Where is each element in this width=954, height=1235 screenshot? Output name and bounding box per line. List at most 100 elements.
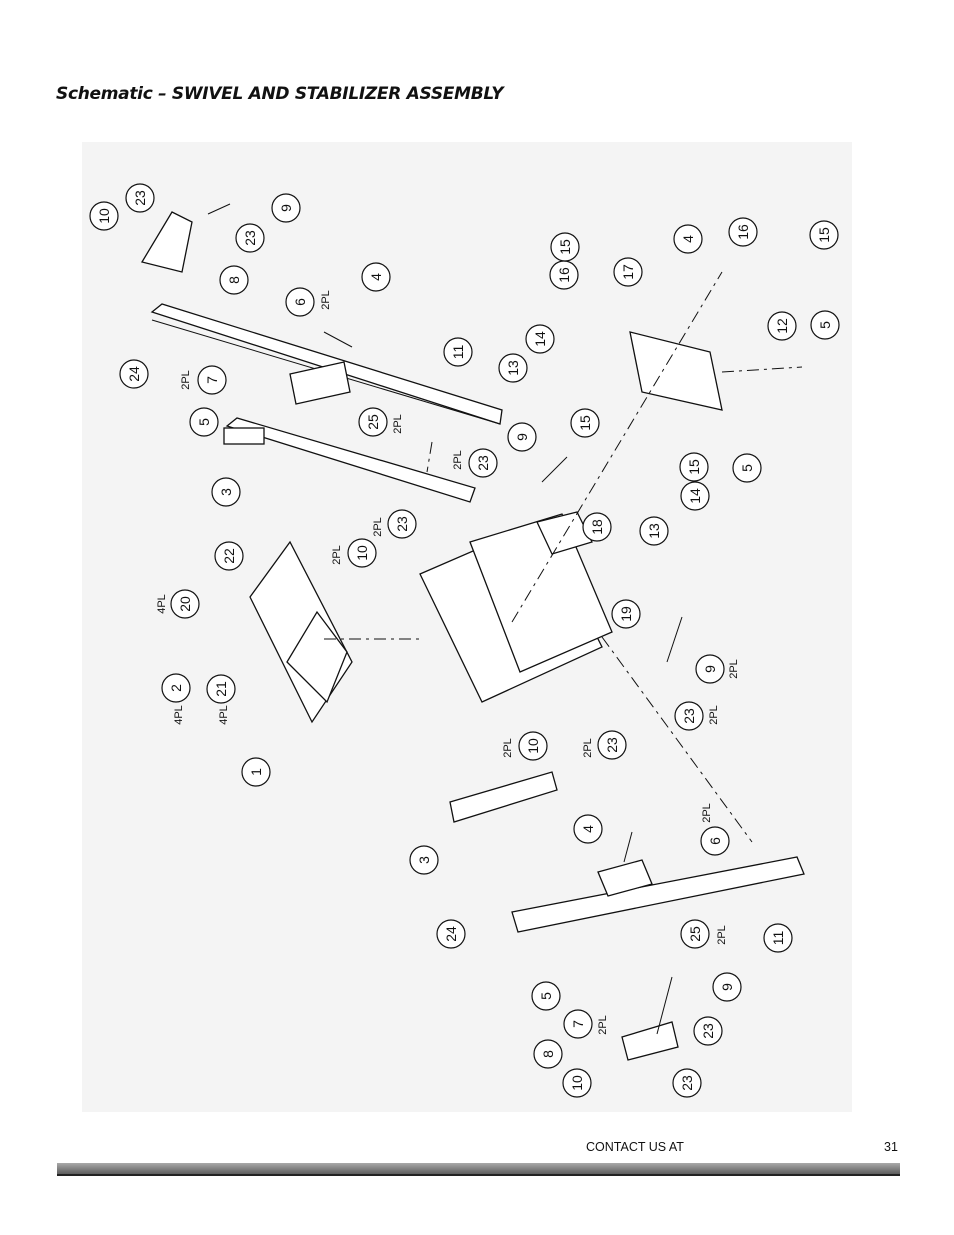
callout-number: 10 <box>354 545 370 561</box>
callout-number: 9 <box>514 433 530 441</box>
callout-number: 16 <box>556 267 572 283</box>
quantity-note: 2PL <box>701 803 713 823</box>
part-callout: 6 <box>700 826 730 856</box>
callout-number: 3 <box>218 488 234 496</box>
part-callout: 14 <box>525 324 555 354</box>
callout-number: 22 <box>221 548 237 564</box>
callout-number: 7 <box>204 376 220 384</box>
quantity-text: 2PL <box>728 659 740 679</box>
callout-number: 16 <box>735 224 751 240</box>
callout-number: 4 <box>580 825 596 833</box>
part-callout: 5 <box>810 310 840 340</box>
swivel-plate <box>629 331 723 411</box>
callout-number: 17 <box>620 264 636 280</box>
page-title: Schematic – SWIVEL AND STABILIZER ASSEMB… <box>56 84 504 104</box>
part-callout: 25 <box>358 407 388 437</box>
part-callout: 2 <box>161 673 191 703</box>
quantity-note: 2PL <box>708 705 720 725</box>
part-callout: 13 <box>639 516 669 546</box>
part-callout: 23 <box>468 448 498 478</box>
part-callout: 10 <box>518 731 548 761</box>
quantity-text: 2PL <box>701 803 713 823</box>
part-callout: 9 <box>695 654 725 684</box>
part-callout: 8 <box>219 265 249 295</box>
part-callout: 19 <box>611 599 641 629</box>
part-callout: 24 <box>436 919 466 949</box>
quantity-note: 4PL <box>173 705 185 725</box>
callout-number: 4 <box>680 235 696 243</box>
tube-end <box>223 427 265 445</box>
part-callout: 3 <box>211 477 241 507</box>
callout-number: 2 <box>168 684 184 692</box>
callout-number: 21 <box>213 681 229 697</box>
callout-number: 3 <box>416 856 432 864</box>
part-callout: 11 <box>763 923 793 953</box>
callout-number: 23 <box>604 737 620 753</box>
quantity-text: 2PL <box>582 738 594 758</box>
callout-number: 18 <box>589 519 605 535</box>
callout-number: 5 <box>196 418 212 426</box>
callout-number: 14 <box>687 488 703 504</box>
quantity-text: 4PL <box>218 705 230 725</box>
part-callout: 15 <box>550 232 580 262</box>
callout-number: 12 <box>774 318 790 334</box>
callout-number: 25 <box>687 926 703 942</box>
quantity-note: 2PL <box>372 517 384 537</box>
quantity-text: 2PL <box>331 545 343 565</box>
callout-number: 23 <box>679 1075 695 1091</box>
quantity-text: 2PL <box>392 414 404 434</box>
quantity-text: 2PL <box>708 705 720 725</box>
lower-tube-3 <box>449 771 558 823</box>
part-callout: 8 <box>533 1039 563 1069</box>
part-callout: 7 <box>197 365 227 395</box>
callout-number: 4 <box>368 273 384 281</box>
part-callout: 23 <box>235 223 265 253</box>
part-callout: 5 <box>732 453 762 483</box>
part-callout: 3 <box>409 845 439 875</box>
platform-inner <box>286 610 348 704</box>
part-callout: 18 <box>582 512 612 542</box>
callout-number: 11 <box>450 345 466 360</box>
callout-number: 23 <box>700 1023 716 1039</box>
callout-number: 7 <box>570 1020 586 1028</box>
callout-number: 15 <box>577 415 593 431</box>
part-callout: 17 <box>613 257 643 287</box>
callout-number: 20 <box>177 596 193 612</box>
callout-number: 23 <box>132 190 148 206</box>
callout-number: 6 <box>292 298 308 306</box>
callout-number: 8 <box>540 1050 556 1058</box>
upper-tube-3 <box>225 417 476 503</box>
part-callout: 16 <box>728 217 758 247</box>
quantity-text: 2PL <box>452 450 464 470</box>
callout-number: 13 <box>646 523 662 539</box>
quantity-note: 2PL <box>597 1015 609 1035</box>
quantity-note: 4PL <box>156 594 168 614</box>
callout-number: 10 <box>96 208 112 224</box>
callout-number: 6 <box>707 837 723 845</box>
part-callout: 9 <box>271 193 301 223</box>
part-callout: 23 <box>597 730 627 760</box>
quantity-note: 2PL <box>502 738 514 758</box>
part-callout: 22 <box>214 541 244 571</box>
callout-number: 9 <box>278 204 294 212</box>
callout-number: 9 <box>719 983 735 991</box>
quantity-text: 4PL <box>156 594 168 614</box>
part-callout: 9 <box>712 972 742 1002</box>
part-callout: 7 <box>563 1009 593 1039</box>
quantity-note: 2PL <box>392 414 404 434</box>
upper-arm-11 <box>150 303 503 425</box>
callout-number: 23 <box>242 230 258 246</box>
quantity-note: 2PL <box>331 545 343 565</box>
part-callout: 4 <box>361 262 391 292</box>
quantity-note: 2PL <box>180 370 192 390</box>
part-callout: 23 <box>387 509 417 539</box>
part-callout: 9 <box>507 422 537 452</box>
quantity-text: 2PL <box>502 738 514 758</box>
page-number: 31 <box>884 1140 898 1154</box>
callout-number: 24 <box>443 926 459 942</box>
callout-number: 15 <box>557 239 573 255</box>
part-callout: 5 <box>531 981 561 1011</box>
quantity-text: 2PL <box>372 517 384 537</box>
